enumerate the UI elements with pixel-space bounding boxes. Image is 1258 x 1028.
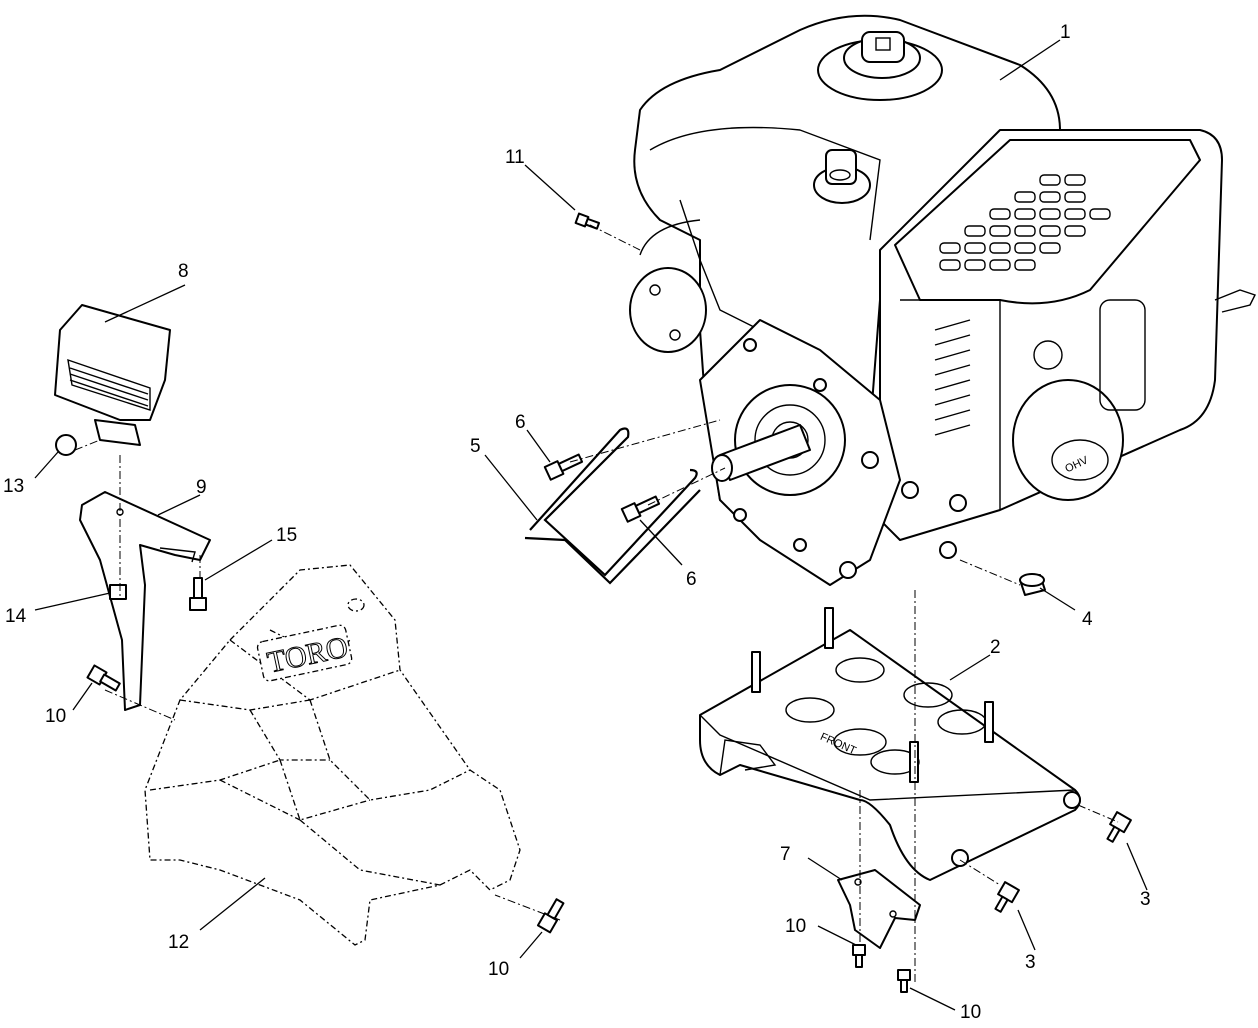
callout-13: 13 [3, 476, 24, 497]
grille-slots [939, 174, 1111, 271]
callout-4: 4 [1082, 609, 1093, 630]
callout-6: 6 [515, 412, 526, 433]
callout-9: 9 [196, 477, 207, 498]
callout-2: 2 [990, 637, 1001, 658]
callout-15: 15 [276, 525, 297, 546]
callout-8: 8 [178, 261, 189, 282]
callout-6: 6 [686, 569, 697, 590]
assembly-lines [74, 224, 1119, 985]
engine-shroud: TORO [144, 564, 521, 946]
callout-14: 14 [5, 606, 27, 627]
callout-10: 10 [960, 1002, 981, 1023]
callout-7: 7 [780, 844, 791, 865]
engine-base-plate: FRONT [699, 607, 1081, 881]
callout-10: 10 [785, 916, 806, 937]
light-bracket [79, 491, 211, 711]
callout-3: 3 [1025, 952, 1036, 973]
mounting-rod [529, 427, 698, 577]
engine-assembly: OHV [629, 14, 1256, 586]
side-vents [934, 319, 971, 436]
callout-1: 1 [1060, 22, 1071, 43]
mounting-bracket [837, 869, 921, 949]
callout-10: 10 [45, 706, 66, 727]
callout-11: 11 [505, 147, 525, 168]
callout-12: 12 [168, 932, 189, 953]
callout-10: 10 [488, 959, 509, 980]
callout-3: 3 [1140, 889, 1151, 910]
callout-5: 5 [470, 436, 481, 457]
headlight-assembly [54, 304, 171, 456]
callout-labels: 1 2 3 3 4 5 6 6 7 8 9 10 10 10 10 11 12 … [3, 22, 1151, 1023]
leader-lines [34, 39, 1148, 1011]
hardware [86, 212, 1132, 993]
